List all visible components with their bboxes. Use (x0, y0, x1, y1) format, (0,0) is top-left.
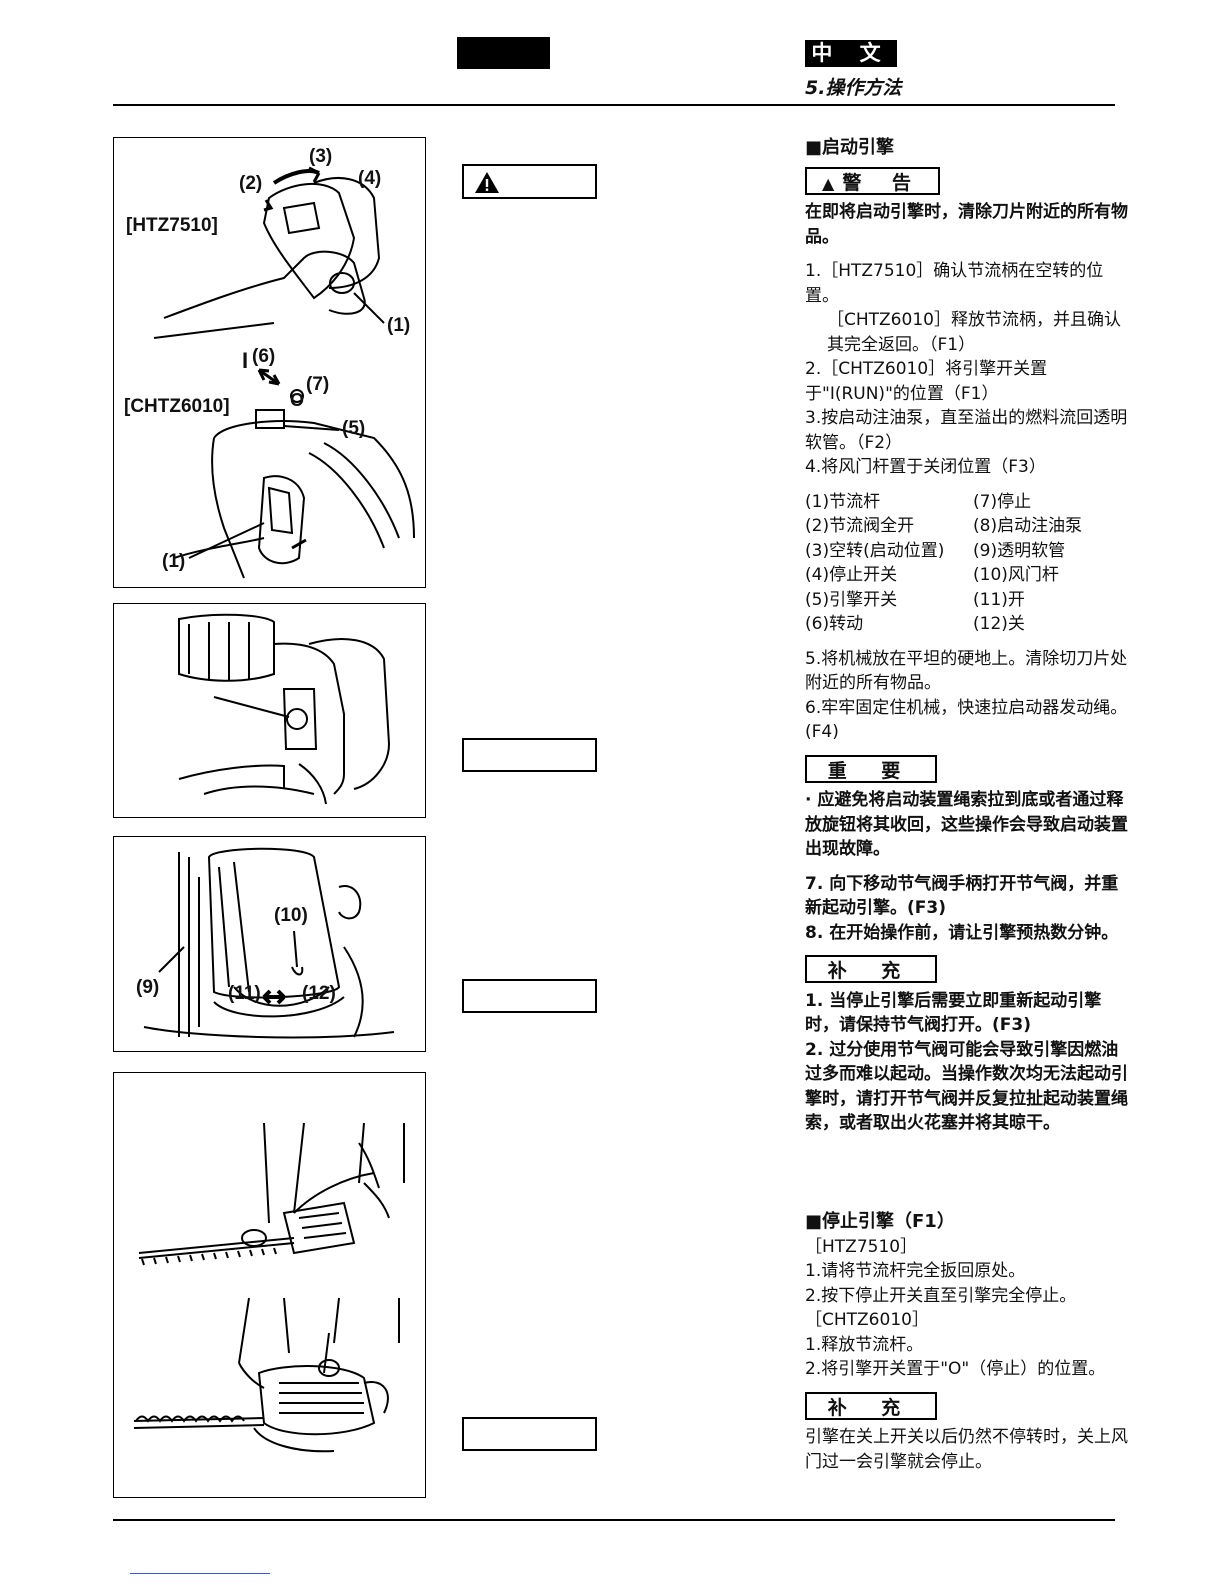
supplement-box-left-1 (462, 979, 597, 1013)
part-6: (6)转动 (805, 614, 864, 634)
warning-text: 在即将启动引擎时，清除刀片附近的所有物品。 (805, 202, 1128, 247)
supplement-item-2: 2. 过分使用节气阀可能会导致引擎因燃油过多而难以起动。当操作数次均无法起动引擎… (805, 1039, 1128, 1134)
step-6: 6.牢牢固定住机械，快速拉启动器发动绳。(F4) (805, 697, 1128, 743)
supplement-label-1: 补 充 (827, 960, 915, 982)
starting-position-illustration (133, 1122, 405, 1453)
stop-model-a: ［HTZ7510］ (805, 1236, 918, 1257)
start-engine-section: ■启动引擎 ▲ 警 告 在即将启动引擎时，清除刀片附近的所有物品。 1.［HTZ7… (805, 136, 1135, 1136)
part-2: (2)节流阀全开 (805, 516, 915, 536)
part-5: (5)引擎开关 (805, 589, 898, 610)
step-2: 2.［CHTZ6010］将引擎开关置于"I(RUN)"的位置（F1） (805, 359, 1048, 404)
stop-symbol: O (290, 390, 305, 410)
warning-triangle-icon: ▲ (822, 173, 835, 193)
figure-f4 (113, 1072, 426, 1498)
callout-4: (4) (358, 168, 382, 189)
throttle-illustration (153, 166, 415, 579)
part-9: (9)透明软管 (973, 540, 1066, 561)
part-7: (7)停止 (973, 491, 1032, 512)
header-black-tab (457, 37, 550, 69)
part-11: (11)开 (973, 589, 1025, 610)
important-label: 重 要 (827, 759, 915, 782)
section-title: 5.操作方法 (805, 77, 902, 99)
part-4: (4)停止开关 (805, 565, 898, 585)
part-12: (12)关 (973, 614, 1025, 634)
callout-12: (12) (302, 983, 336, 1004)
choke-lever-illustration (143, 847, 395, 1039)
callout-3: (3) (309, 146, 333, 167)
stop-step-b1: 1.释放节流杆。 (805, 1334, 924, 1355)
parts-list: (1)节流杆 (7)停止 (2)节流阀全开 (8)启动注油泵 (3)空转(启动位置)… (805, 490, 1135, 637)
figure-f1: [HTZ7510] (3) (2) (4) (1) I (6) (7) O [C… (113, 137, 426, 588)
step-4: 4.将风门杆置于关闭位置（F3） (805, 457, 1046, 477)
supplement-label-box-2: 补 充 (805, 1391, 937, 1420)
supplement-label-box-1: 补 充 (805, 955, 937, 983)
step-3: 3.按启动注油泵，直至溢出的燃料流回透明软管。（F2） (805, 408, 1128, 453)
figure-f2 (113, 603, 426, 818)
step-8: 8. 在开始操作前，请让引擎预热数分钟。 (805, 922, 1119, 943)
stop-step-a1: 1.请将节流杆完全扳回原处。 (805, 1261, 1026, 1281)
part-1: (1)节流杆 (805, 491, 881, 512)
supplement-box-left-2 (462, 1417, 597, 1451)
part-10: (10)风门杆 (973, 565, 1059, 585)
important-label-box: 重 要 (805, 754, 937, 783)
callout-2: (2) (239, 173, 263, 194)
step-7: 7. 向下移动节气阀手柄打开节气阀，并重新起动引擎。(F3) (805, 873, 1119, 919)
callout-1-top: (1) (387, 315, 411, 336)
top-rule (113, 104, 1115, 106)
stop-step-a2: 2.按下停止开关直至引擎完全停止。 (805, 1285, 1077, 1306)
run-symbol: I (242, 348, 249, 373)
supplement-item-1: 1. 当停止引擎后需要立即重新起动引擎时，请保持节气阀打开。(F3) (805, 990, 1102, 1036)
callout-7: (7) (306, 374, 330, 395)
step-5: 5.将机械放在平坦的硬地上。清除切刀片处附近的所有物品。 (805, 648, 1128, 694)
callout-11: (11) (228, 983, 261, 1004)
callout-9: (9) (136, 977, 160, 998)
callout-6: (6) (252, 346, 276, 367)
stop-engine-heading: ■停止引擎（F1） (805, 1211, 955, 1232)
callout-10: (10) (274, 905, 308, 926)
important-text: · 应避免将启动装置绳索拉到底或者通过释放旋钮将其收回，这些操作会导致启动装置出… (805, 790, 1128, 859)
stop-engine-section: ■停止引擎（F1） ［HTZ7510］ 1.请将节流杆完全扳回原处。 2.按下停… (805, 1210, 1135, 1474)
start-engine-heading: ■启动引擎 (805, 137, 895, 158)
warning-label: 警 告 (842, 171, 923, 194)
language-tab: 中 文 (805, 40, 897, 67)
model-label-chtz6010: [CHTZ6010] (124, 396, 230, 417)
part-8: (8)启动注油泵 (973, 516, 1083, 536)
supplement-label-2: 补 充 (827, 1396, 915, 1419)
callout-5: (5) (342, 418, 366, 439)
step-1: 1.［HTZ7510］确认节流柄在空转的位置。 (805, 261, 1104, 306)
stop-step-b2: 2.将引擎开关置于"O"（停止）的位置。 (805, 1359, 1106, 1379)
callout-1-bottom: (1) (162, 551, 186, 572)
bottom-rule (113, 1519, 1115, 1521)
stop-model-b: ［CHTZ6010］ (805, 1310, 929, 1330)
warning-box-left (462, 164, 597, 199)
step-1-cont: ［CHTZ6010］释放节流柄，并且确认其完全返回。（F1） (827, 310, 1121, 355)
stop-supplement-text: 引擎在关上开关以后仍然不停转时，关上风门过一会引擎就会停止。 (805, 1427, 1128, 1472)
primer-pump-illustration (178, 613, 391, 805)
part-3: (3)空转(启动位置) (805, 540, 945, 561)
warning-label-box: ▲ 警 告 (805, 166, 940, 195)
model-label-htz7510: [HTZ7510] (126, 215, 218, 236)
warning-triangle-icon (475, 172, 499, 193)
footer-underline (130, 1573, 270, 1574)
important-box-left (462, 738, 597, 772)
figure-f3: (10) (9) (11) (12) (113, 836, 426, 1052)
